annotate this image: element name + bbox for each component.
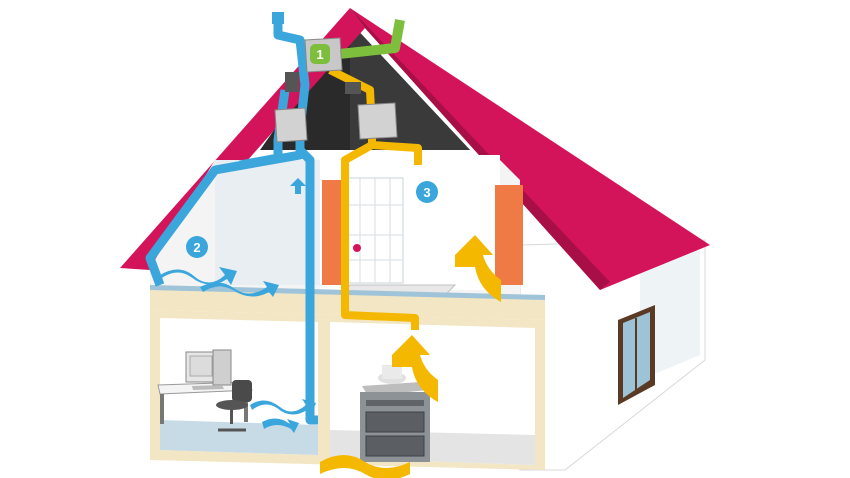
roof-right [350,8,710,290]
supply-airflow-arrows [160,178,316,433]
extract-airflow-arrows [320,235,501,478]
stove-icon [360,365,430,462]
callout-3: 3 [416,181,438,203]
door-upper-left [322,180,344,285]
callout-3-label: 3 [423,185,430,200]
intake-duct [329,19,405,60]
callout-2: 2 [186,236,208,258]
callout-1: 1 [310,44,330,64]
callout-3-badge [416,181,438,203]
callout-2-badge [186,236,208,258]
callout-2-label: 2 [193,240,200,255]
door-upper-right [495,185,523,285]
extract-duct [328,66,422,330]
office-chair-icon [216,380,252,432]
callout-1-label: 1 [316,47,323,62]
window-icon [618,305,655,405]
callout-1-badge [310,44,330,64]
